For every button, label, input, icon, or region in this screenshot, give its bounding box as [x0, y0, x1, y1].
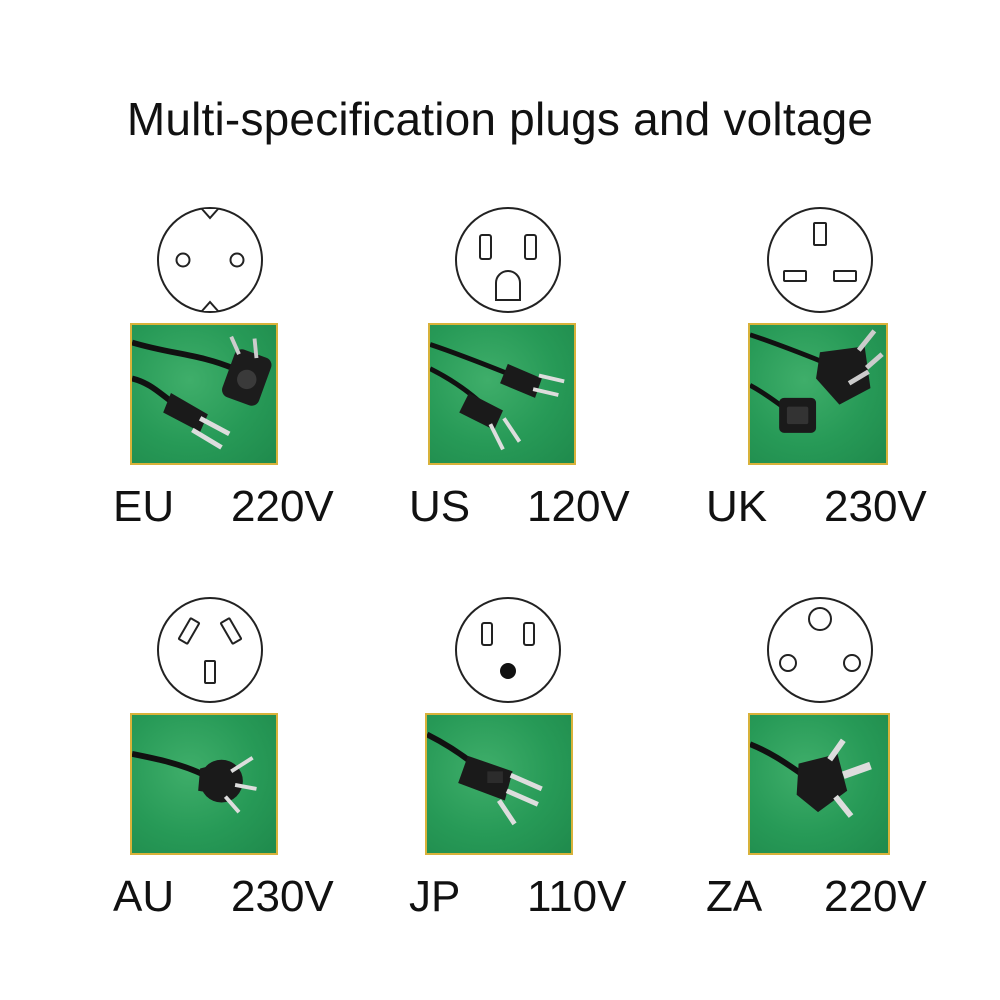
plug-card-us: US 120V [405, 205, 705, 545]
plug-region-label: UK [706, 482, 768, 531]
uk-plug-icon [748, 323, 888, 465]
eu-socket-icon [150, 205, 270, 325]
plug-region-label: JP [409, 872, 461, 921]
plug-voltage-label: 220V [824, 872, 927, 921]
au-plug-icon [130, 713, 278, 855]
plug-card-uk: UK 230V [700, 205, 1000, 545]
eu-plug-icon [130, 323, 278, 465]
us-socket-icon [448, 205, 568, 325]
plug-card-za: ZA 220V [700, 595, 1000, 935]
us-plug-icon [428, 323, 576, 465]
uk-socket-icon [760, 205, 880, 325]
plug-card-jp: JP 110V [405, 595, 705, 935]
au-socket-icon [150, 595, 270, 715]
page-title: Multi-specification plugs and voltage [126, 93, 874, 145]
plug-voltage-label: 230V [231, 872, 334, 921]
plug-card-au: AU 230V [105, 595, 405, 935]
plug-voltage-label: 220V [231, 482, 334, 531]
plug-region-label: EU [113, 482, 175, 531]
plug-voltage-label: 110V [527, 872, 627, 921]
jp-socket-icon [448, 595, 568, 715]
plug-region-label: AU [113, 872, 175, 921]
plug-voltage-label: 120V [527, 482, 630, 531]
za-socket-icon [760, 595, 880, 715]
za-plug-icon [748, 713, 890, 855]
plug-voltage-label: 230V [824, 482, 927, 531]
plug-card-eu: EU 220V [105, 205, 405, 545]
plug-region-label: US [409, 482, 471, 531]
plug-region-label: ZA [706, 872, 763, 921]
jp-plug-icon [425, 713, 573, 855]
